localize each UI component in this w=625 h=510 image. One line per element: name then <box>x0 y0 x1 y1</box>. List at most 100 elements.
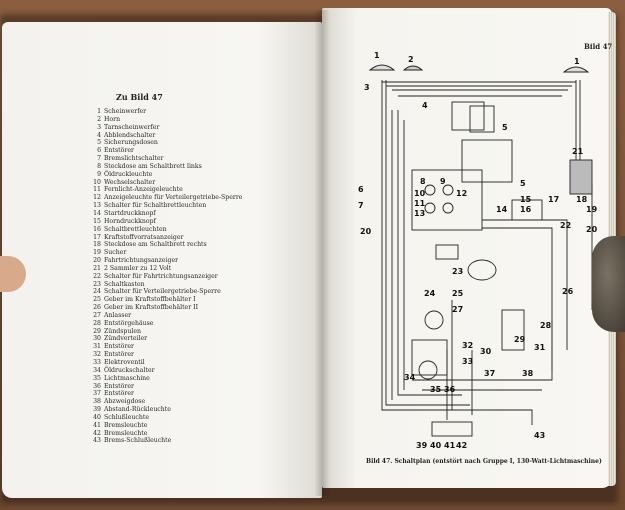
legend-label: Abstand-Rückleuchte <box>104 406 171 414</box>
diagram-label: 22 <box>560 221 571 230</box>
diagram-label: 27 <box>452 305 463 314</box>
legend-number: 8 <box>97 162 101 170</box>
diagram-label: 6 <box>358 185 364 194</box>
diagram-label: 23 <box>452 267 463 276</box>
legend-number: 9 <box>97 170 101 178</box>
legend-label: Bremslichtschalter <box>104 155 164 163</box>
legend-number: 42 <box>93 429 101 437</box>
diagram-label: 21 <box>572 147 584 156</box>
legend-number: 36 <box>93 382 101 390</box>
legend-number: 22 <box>93 272 101 280</box>
wiring-diagram: 1 1 2 3 4 5 5 6 7 8 9 10 11 12 13 14 15 … <box>358 51 598 450</box>
legend-label: Steckdose am Schaltbrett rechts <box>104 241 207 249</box>
legend-number: 3 <box>97 123 101 131</box>
diagram-label: 40 <box>430 441 442 450</box>
legend-number: 7 <box>97 155 101 163</box>
legend-label: Öldruckschalter <box>104 366 155 374</box>
diagram-label: 19 <box>586 205 598 214</box>
diagram-label: 29 <box>514 335 526 344</box>
diagram-label: 28 <box>540 321 552 330</box>
diagram-label: 7 <box>358 201 364 210</box>
book-gutter <box>314 10 330 496</box>
legend-number: 19 <box>93 249 101 257</box>
legend-label: Abzweigdose <box>104 398 146 406</box>
legend-number: 16 <box>93 225 101 233</box>
legend-label: Bremsleuchte <box>104 421 148 429</box>
legend-label: Fernlicht-Anzeigeleuchte <box>104 186 183 194</box>
legend-number: 1 <box>97 108 101 115</box>
legend-number: 39 <box>93 406 101 414</box>
legend-label: Brems-Schlußleuchte <box>104 437 172 445</box>
legend-number: 21 <box>93 264 101 272</box>
legend-number: 14 <box>93 209 101 217</box>
right-page <box>322 8 612 488</box>
legend-label: Geber im Kraftstoffbehälter II <box>104 304 199 312</box>
diagram-label: 37 <box>484 369 495 378</box>
legend-number: 13 <box>93 202 101 210</box>
diagram-label: 42 <box>456 441 467 450</box>
legend-label: Anzeigeleuchte für Verteilergetriebe-Spe… <box>104 194 243 202</box>
left-page <box>2 22 322 498</box>
legend-label: Sucher <box>104 249 127 257</box>
legend-label: 2 Sammler zu 12 Volt <box>104 264 172 272</box>
diagram-label: 35 <box>430 385 442 394</box>
legend-number: 6 <box>97 147 101 155</box>
legend-heading: Zu Bild 47 <box>116 92 163 102</box>
legend-label: Entstörer <box>104 351 134 359</box>
legend-number: 2 <box>97 115 101 123</box>
legend-label: Tarnscheinwerfer <box>104 123 160 131</box>
legend-number: 15 <box>93 217 101 225</box>
legend-number: 26 <box>93 304 101 312</box>
diagram-label: 39 <box>416 441 428 450</box>
diagram-label: 26 <box>562 287 574 296</box>
legend-number: 18 <box>93 241 101 249</box>
diagram-label: 3 <box>364 83 370 92</box>
legend-label: Entstörer <box>104 382 134 390</box>
legend-number: 37 <box>93 390 101 398</box>
diagram-label: 24 <box>424 289 436 298</box>
diagram-label: 17 <box>548 195 559 204</box>
diagram-label: 1 <box>574 57 580 66</box>
diagram-label: 10 <box>414 189 426 198</box>
legend-number: 25 <box>93 296 101 304</box>
diagram-label: 4 <box>422 101 428 110</box>
legend-number: 27 <box>93 311 101 319</box>
legend-number: 20 <box>93 257 101 265</box>
legend-label: Anlasser <box>104 311 132 319</box>
legend-number: 29 <box>93 327 101 335</box>
legend-number: 24 <box>93 288 101 296</box>
legend-number: 28 <box>93 319 101 327</box>
legend-number: 38 <box>93 398 101 406</box>
diagram-label: 31 <box>534 343 546 352</box>
diagram-label: 20 <box>586 225 598 234</box>
legend-number: 32 <box>93 351 101 359</box>
legend-label: Zündverteiler <box>104 335 148 343</box>
legend-label: Schaltkasten <box>104 280 145 288</box>
diagram-label: 36 <box>444 385 456 394</box>
